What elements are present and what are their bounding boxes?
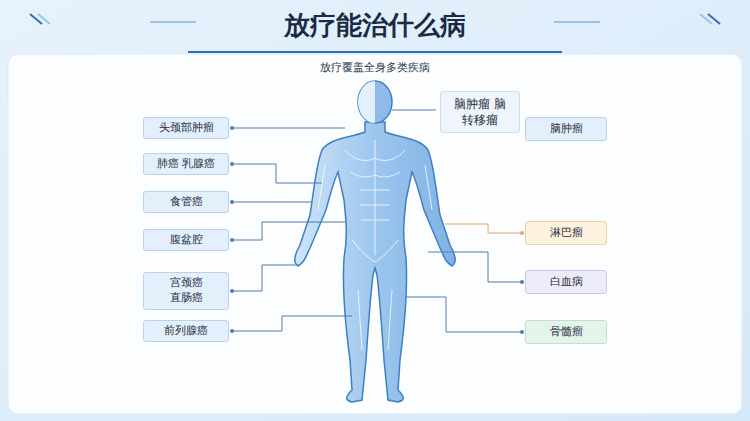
disease-name: 淋巴瘤 xyxy=(550,226,583,241)
disease-box: 头颈部肿瘤 xyxy=(143,117,229,139)
disease-name: 脑肿瘤 xyxy=(550,122,583,137)
disease-name: 肺癌 乳腺癌 xyxy=(157,157,216,172)
disease-name: 宫颈癌 直肠癌 xyxy=(163,276,209,306)
disease-box: 腹盆腔 xyxy=(143,229,229,251)
disease-box: 脑肿瘤 xyxy=(525,117,607,141)
content-panel xyxy=(8,54,742,414)
disease-name: 腹盆腔 xyxy=(170,233,203,248)
leader-lines xyxy=(232,110,522,332)
disease-name: 骨髓瘤 xyxy=(550,325,583,340)
disease-name: 脑肿瘤 脑转移瘤 xyxy=(454,96,507,128)
disease-name: 前列腺癌 xyxy=(164,324,208,339)
disease-box: 淋巴瘤 xyxy=(525,221,607,245)
disease-box: 脑肿瘤 脑转移瘤 xyxy=(440,91,520,133)
subtitle-label: 放疗覆盖全身多类疾病 xyxy=(0,60,750,75)
disease-box: 前列腺癌 xyxy=(143,320,229,342)
disease-box: 骨髓瘤 xyxy=(525,320,607,344)
disease-name: 食管癌 xyxy=(170,195,203,210)
disease-box: 肺癌 乳腺癌 xyxy=(143,153,229,175)
disease-box: 食管癌 xyxy=(143,191,229,213)
disease-box: 白血病 xyxy=(525,270,607,294)
diagram-title: 放疗能治什么病 xyxy=(0,8,750,43)
disease-box: 宫颈癌 直肠癌 xyxy=(143,272,229,310)
leader-dots xyxy=(230,126,524,334)
disease-name: 白血病 xyxy=(550,275,583,290)
disease-name: 头颈部肿瘤 xyxy=(159,121,214,136)
human-figure xyxy=(295,81,455,402)
